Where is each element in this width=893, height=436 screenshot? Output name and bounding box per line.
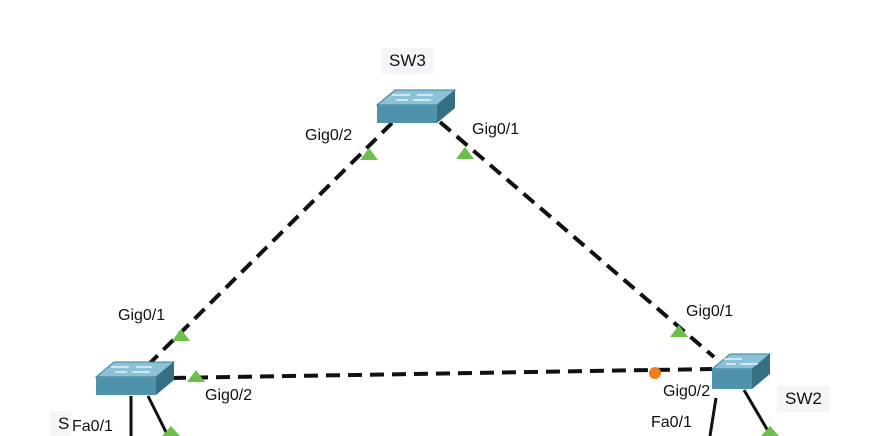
link-sw2-fa0-1-b[interactable] bbox=[742, 389, 773, 436]
port-label-sw2-gig0-1: Gig0/1 bbox=[686, 303, 734, 321]
port-label-sw1-fa0-1: Fa0/1 bbox=[72, 418, 113, 436]
switch-icon-sw1[interactable] bbox=[94, 361, 176, 395]
device-label-sw1-partial[interactable]: S bbox=[50, 411, 72, 436]
port-label-sw2-gig0-2: Gig0/2 bbox=[663, 383, 711, 401]
port-status-up-icon bbox=[670, 325, 688, 337]
port-label-sw3-gig0-1: Gig0/1 bbox=[472, 121, 520, 139]
port-status-up-icon bbox=[761, 426, 779, 436]
port-status-up-icon bbox=[360, 148, 378, 160]
switch-icon-sw2[interactable] bbox=[710, 353, 772, 389]
port-status-up-icon bbox=[187, 370, 205, 382]
switch-icon-sw3[interactable] bbox=[375, 89, 457, 123]
device-label-sw3[interactable]: SW3 bbox=[381, 48, 434, 74]
port-status-up-icon bbox=[456, 147, 474, 159]
link-sw1-fa0-1-b[interactable] bbox=[146, 395, 170, 436]
port-status-blocking-icon bbox=[649, 367, 661, 379]
port-label-sw3-gig0-2: Gig0/2 bbox=[305, 127, 353, 145]
port-status-up-icon bbox=[172, 329, 190, 341]
port-label-sw1-gig0-2: Gig0/2 bbox=[205, 387, 253, 405]
link-sw1-sw2[interactable] bbox=[171, 367, 713, 380]
port-status-up-icon bbox=[162, 426, 180, 436]
link-sw3-sw1[interactable] bbox=[143, 121, 394, 370]
device-label-sw2[interactable]: SW2 bbox=[777, 386, 830, 412]
port-label-sw2-fa0-1: Fa0/1 bbox=[651, 414, 692, 432]
link-sw3-sw2[interactable] bbox=[438, 120, 716, 359]
link-sw2-fa0-1-a[interactable] bbox=[708, 397, 718, 436]
port-label-sw1-gig0-1: Gig0/1 bbox=[118, 307, 166, 325]
